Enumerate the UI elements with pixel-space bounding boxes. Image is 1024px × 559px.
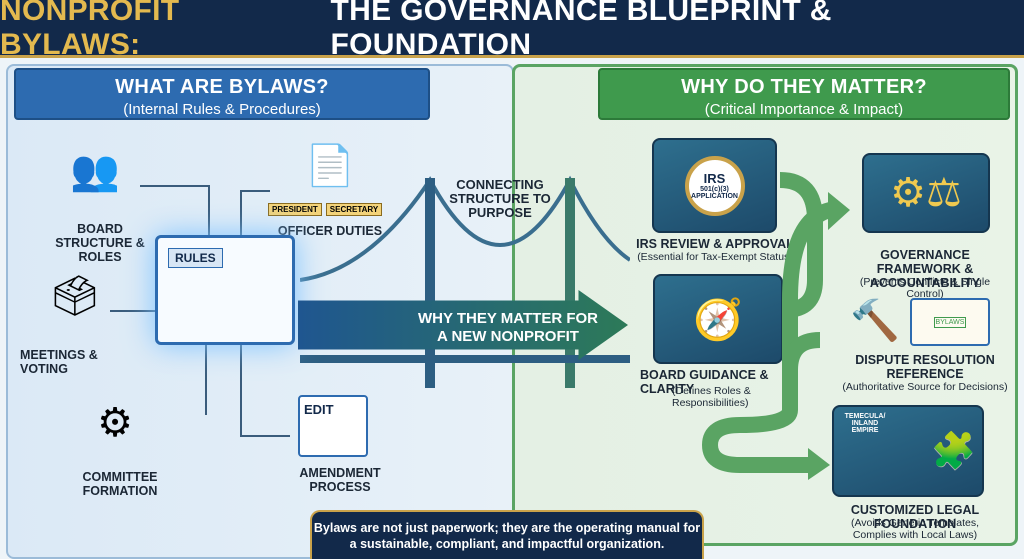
- form-text: 501(c)(3): [700, 186, 729, 193]
- title-accent: NONPROFIT BYLAWS:: [0, 0, 180, 61]
- governance-framework-label: GOVERNANCE FRAMEWORK & ACCOUNTABILITY: [869, 248, 981, 290]
- left-title: WHAT ARE BYLAWS?: [115, 76, 329, 98]
- why-they-matter-arrow: WHY THEY MATTER FOR A NEW NONPROFIT: [298, 290, 628, 360]
- connector: [240, 190, 270, 192]
- bridge-illustration: [300, 175, 630, 388]
- gavel-icon: 🔨: [850, 298, 900, 343]
- custom-legal-label: CUSTOMIZED LEGAL FOUNDATION: [850, 503, 980, 531]
- right-title: WHY DO THEY MATTER?: [681, 76, 927, 98]
- book-label: RULES: [168, 248, 223, 268]
- irs-review-sub: (Essential for Tax-Exempt Status): [637, 251, 793, 263]
- connector: [208, 185, 210, 240]
- dispute-resolution-label: DISPUTE RESOLUTION REFERENCE: [855, 353, 995, 381]
- board-guidance-sub: (Defines Roles & Responsibilities): [672, 385, 751, 409]
- connector: [205, 345, 207, 415]
- board-guidance-label: BOARD GUIDANCE & CLARITY: [640, 368, 769, 396]
- connector: [240, 190, 242, 240]
- board-structure-label: BOARD STRUCTURE & ROLES: [55, 222, 145, 264]
- president-tag: PRESIDENT: [268, 203, 322, 216]
- lighthouse-compass-card: 🧭: [653, 274, 783, 364]
- officers-icon: 📄: [305, 143, 355, 188]
- board-meeting-icon: 👥: [70, 148, 120, 193]
- secretary-tag: SECRETARY: [325, 203, 383, 216]
- arrow-label: WHY THEY MATTER FOR A NEW NONPROFIT: [418, 310, 598, 345]
- connector: [240, 435, 290, 437]
- right-panel-header: WHY DO THEY MATTER? (Critical Importance…: [598, 68, 1010, 120]
- title-rest: THE GOVERNANCE BLUEPRINT & FOUNDATION: [330, 0, 832, 61]
- irs-review-label: IRS REVIEW & APPROVAL: [636, 237, 794, 251]
- irs-application-card: IRS 501(c)(3) APPLICATION: [652, 138, 777, 233]
- right-subtitle: (Critical Importance & Impact): [704, 101, 904, 118]
- gears-scales-card: ⚙⚖: [862, 153, 990, 233]
- officer-tags: PRESIDENT SECRETARY: [268, 203, 383, 216]
- left-panel-header: WHAT ARE BYLAWS? (Internal Rules & Proce…: [14, 68, 430, 120]
- caption-text: Bylaws are not just paperwork; they are …: [313, 521, 701, 551]
- flow-path-arrows: [701, 172, 850, 480]
- governance-framework-sub: (Prevents Conflicts & Single Control): [859, 276, 991, 300]
- connector: [240, 345, 242, 435]
- map-label: TEMECULA/ INLAND EMPIRE: [844, 413, 886, 434]
- edit-document-icon: EDIT: [298, 395, 368, 457]
- page-title: NONPROFIT BYLAWS: THE GOVERNANCE BLUEPRI…: [0, 0, 1024, 61]
- footer-caption: Bylaws are not just paperwork; they are …: [310, 510, 704, 559]
- edit-label: EDIT: [304, 402, 334, 417]
- connector: [110, 310, 155, 312]
- meetings-voting-label: MEETINGS & VOTING: [20, 348, 98, 376]
- ballot-box-icon: 🗳: [49, 273, 101, 318]
- left-subtitle: (Internal Rules & Procedures): [123, 101, 321, 118]
- gears-team-icon: ⚙: [97, 400, 133, 445]
- bridge-label: CONNECTING STRUCTURE TO PURPOSE: [449, 177, 551, 220]
- puzzle-icon: 🧩: [931, 430, 976, 471]
- bylaws-stamp: BYLAWS: [933, 316, 967, 328]
- committee-formation-label: COMMITTEE FORMATION: [82, 470, 158, 498]
- officer-duties-label: OFFICER DUTIES: [277, 224, 383, 238]
- application-text: APPLICATION: [691, 193, 738, 200]
- irs-text: IRS: [703, 171, 726, 186]
- rules-book-icon: RULES: [155, 235, 295, 345]
- custom-legal-sub: (Avoids Generic Templates, Complies with…: [850, 517, 979, 541]
- amendment-process-label: AMENDMENT PROCESS: [299, 466, 381, 494]
- california-puzzle-card: TEMECULA/ INLAND EMPIRE 🧩: [832, 405, 984, 497]
- connector: [140, 185, 210, 187]
- bylaws-book-icon: BYLAWS: [910, 298, 990, 346]
- dispute-resolution-sub: (Authoritative Source for Decisions): [842, 381, 1008, 393]
